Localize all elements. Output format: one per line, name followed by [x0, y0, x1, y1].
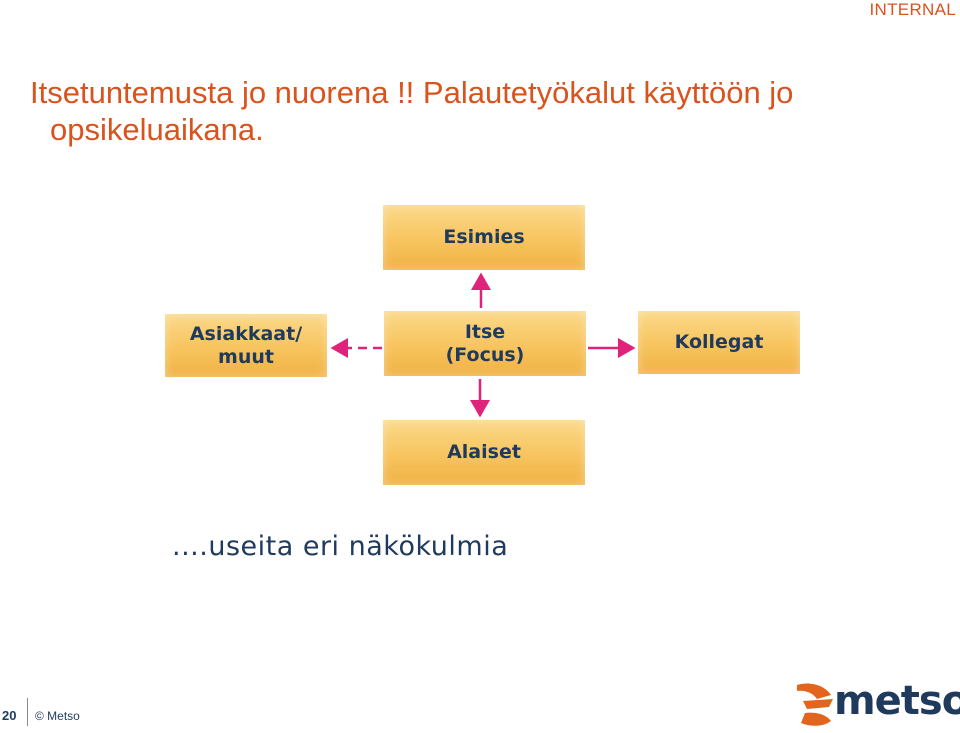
page-number: 20 — [2, 708, 17, 723]
metso-logo: metso — [795, 678, 960, 729]
node-asiakkaat-label: Asiakkaat/ muut — [190, 323, 302, 369]
node-asiakkaat-line1: Asiakkaat/ — [189, 322, 303, 345]
node-itse-line2: (Focus) — [445, 343, 525, 366]
node-asiakkaat-line2: muut — [218, 345, 274, 368]
classification-label: INTERNAL — [869, 0, 956, 19]
node-itse-label: Itse (Focus) — [446, 321, 525, 367]
node-asiakkaat: Asiakkaat/ muut — [165, 314, 327, 377]
footer-divider — [27, 698, 28, 726]
node-kollegat: Kollegat — [638, 311, 800, 374]
footer-copyright: © Metso — [35, 709, 80, 723]
diagram-caption: ....useita eri näkökulmia — [172, 531, 509, 562]
slide-title-line1: Itsetuntemusta jo nuorena !! Palautetyök… — [30, 75, 794, 110]
metso-mark-icon — [797, 683, 833, 726]
node-itse-focus: Itse (Focus) — [384, 311, 586, 376]
node-kollegat-label: Kollegat — [674, 331, 764, 353]
node-alaiset-label: Alaiset — [447, 441, 521, 463]
slide-title: Itsetuntemusta jo nuorena !! Palautetyök… — [30, 74, 910, 148]
node-itse-line1: Itse — [464, 320, 506, 343]
metso-logo-text: metso — [834, 678, 960, 724]
slide-title-line2: opsikeluaikana. — [50, 112, 264, 147]
node-esimies-label: Esimies — [443, 226, 525, 248]
node-alaiset: Alaiset — [383, 420, 585, 485]
node-esimies: Esimies — [383, 205, 585, 270]
